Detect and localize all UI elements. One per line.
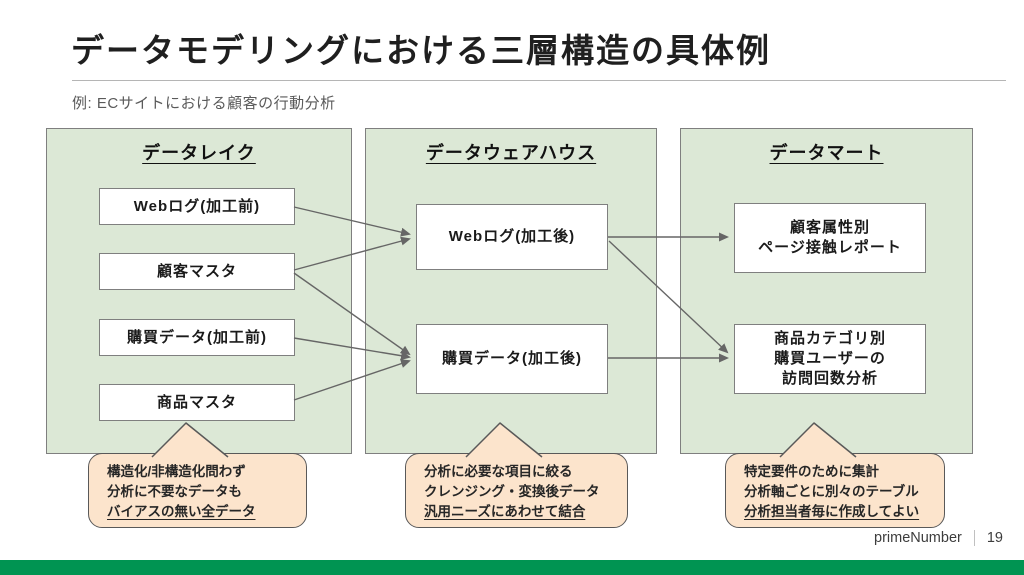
page-title: データモデリングにおける三層構造の具体例 xyxy=(71,32,771,69)
node-label: 購買データ(加工後) xyxy=(442,350,582,367)
node-label-line: 顧客属性別 xyxy=(789,219,870,236)
node-label-line: 購買ユーザーの xyxy=(774,350,886,367)
callout-data-mart: 特定要件のために集計 分析軸ごとに別々のテーブル 分析担当者毎に作成してよい xyxy=(725,453,945,528)
node-customer-master: 顧客マスタ xyxy=(99,253,295,290)
node-weblog-processed: Webログ(加工後) xyxy=(416,204,608,270)
callout-line: 構造化/非構造化問わず xyxy=(107,464,246,479)
callout-line: 分析に必要な項目に絞る xyxy=(424,464,573,479)
callout-line-underlined: バイアスの無い全データ xyxy=(107,504,256,519)
subtitle: 例: ECサイトにおける顧客の行動分析 xyxy=(72,95,336,112)
node-label-line: 商品カテゴリ別 xyxy=(773,330,886,347)
panel-data-warehouse: データウェアハウス Webログ(加工後) 購買データ(加工後) xyxy=(365,128,657,454)
callout-data-lake: 構造化/非構造化問わず 分析に不要なデータも バイアスの無い全データ xyxy=(88,453,307,528)
callout-data-warehouse: 分析に必要な項目に絞る クレンジング・変換後データ 汎用ニーズにあわせて結合 xyxy=(405,453,628,528)
panel-data-mart-header: データマート xyxy=(769,143,884,163)
node-label: 商品マスタ xyxy=(156,393,237,411)
node-label: Webログ(加工前) xyxy=(133,197,261,215)
panel-data-lake-header: データレイク xyxy=(142,143,256,163)
callout-line-underlined: 汎用ニーズにあわせて結合 xyxy=(424,504,586,519)
node-label-line: ページ接触レポート xyxy=(758,239,902,256)
callout-line: 特定要件のために集計 xyxy=(744,464,879,479)
node-label-line: 訪問回数分析 xyxy=(781,370,878,387)
callout-line: 分析に不要なデータも xyxy=(107,484,242,499)
panel-data-mart: データマート 顧客属性別 ページ接触レポート 商品カテゴリ別 購買ユーザーの 訪… xyxy=(680,128,973,454)
brand-logo-text: primeNumber xyxy=(874,530,962,546)
node-weblog-raw: Webログ(加工前) xyxy=(99,188,295,225)
title-divider xyxy=(72,80,1006,81)
footer: primeNumber 19 xyxy=(874,530,1003,546)
callout-line-underlined: 分析担当者毎に作成してよい xyxy=(744,504,920,519)
page-number: 19 xyxy=(986,530,1003,546)
node-purchase-data-processed: 購買データ(加工後) xyxy=(416,324,608,394)
bottom-green-bar xyxy=(0,560,1024,575)
node-product-master: 商品マスタ xyxy=(99,384,295,421)
callout-line: クレンジング・変換後データ xyxy=(424,484,600,499)
node-page-contact-report: 顧客属性別 ページ接触レポート xyxy=(734,203,926,273)
panel-data-lake: データレイク Webログ(加工前) 顧客マスタ 購買データ(加工前) 商品マスタ xyxy=(46,128,352,454)
node-visit-count-analysis: 商品カテゴリ別 購買ユーザーの 訪問回数分析 xyxy=(734,324,926,394)
node-label: 顧客マスタ xyxy=(156,262,237,280)
node-label: Webログ(加工後) xyxy=(448,228,576,245)
footer-separator xyxy=(973,530,975,546)
callout-line: 分析軸ごとに別々のテーブル xyxy=(744,484,919,499)
panel-data-warehouse-header: データウェアハウス xyxy=(425,143,597,163)
node-label: 購買データ(加工前) xyxy=(127,328,267,346)
node-purchase-data-raw: 購買データ(加工前) xyxy=(99,319,295,356)
